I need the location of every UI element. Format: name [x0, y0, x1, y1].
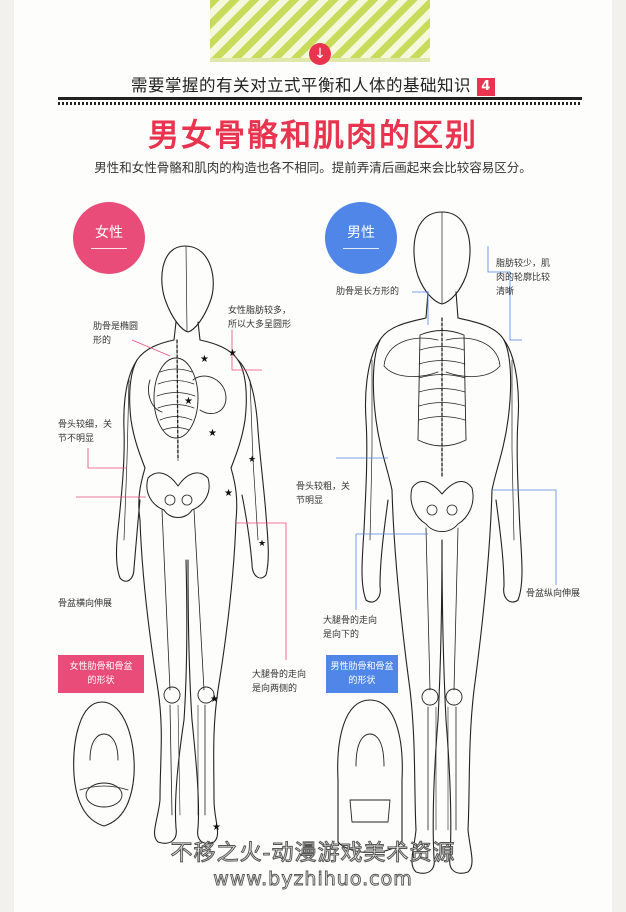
- male-figure: [361, 211, 523, 874]
- tag-line: 的形状: [348, 676, 376, 686]
- tag-line: 男性肋骨和骨盆: [330, 662, 394, 672]
- note-line: 女性脂肪较多，: [228, 306, 292, 316]
- header-rule: [58, 97, 582, 100]
- svg-text:★: ★: [228, 348, 237, 359]
- header-rule-dotted: [58, 102, 582, 105]
- svg-text:★: ★: [224, 488, 233, 499]
- note-male-joint: 骨头较粗，关 节明显: [296, 480, 350, 508]
- note-line: 脂肪较少，肌: [496, 259, 551, 269]
- down-arrow-icon: ↓: [309, 43, 331, 65]
- note-line: 是向下的: [323, 630, 360, 640]
- svg-text:★: ★: [210, 694, 219, 705]
- male-rib-pelvis-diagram: [337, 699, 403, 853]
- note-line: 形的: [93, 336, 112, 346]
- note-line: 是向两侧的: [252, 684, 298, 694]
- watermark-url: www.byzhihuo.com: [213, 868, 413, 891]
- note-male-pelvis: 骨盆纵向伸展: [526, 587, 580, 601]
- note-line: 所以大多呈圆形: [228, 320, 292, 330]
- subject-text: 需要掌握的有关对立式平衡和人体的基础知识: [131, 76, 471, 95]
- svg-text:★: ★: [208, 428, 217, 439]
- chapter-subject: 需要掌握的有关对立式平衡和人体的基础知识 4: [0, 72, 626, 96]
- note-line: 骨头较细，关: [58, 420, 113, 430]
- female-badge-label: 女性: [95, 225, 123, 241]
- note-female-femur: 大腿骨的走向 是向两侧的: [252, 668, 306, 696]
- svg-text:★: ★: [248, 455, 256, 465]
- note-female-rib: 肋骨是椭圆 形的: [93, 320, 138, 348]
- svg-text:★: ★: [200, 354, 209, 365]
- note-line: 肋骨是椭圆: [93, 322, 139, 332]
- note-line: 肉的轮廓比较: [496, 273, 551, 283]
- female-badge-underline: [91, 248, 127, 249]
- note-female-fat: 女性脂肪较多， 所以大多呈圆形: [228, 304, 291, 332]
- female-badge: 女性: [73, 202, 145, 274]
- male-compare-tag: 男性肋骨和骨盆 的形状: [326, 655, 398, 693]
- female-figure: [115, 245, 269, 844]
- intro-text: 男性和女性骨骼和肌肉的构造也各不相同。提前弄清后画起来会比较容易区分。: [94, 160, 532, 175]
- male-badge-underline: [343, 248, 379, 249]
- note-line: 骨盆横向伸展: [58, 599, 113, 609]
- svg-text:★: ★: [212, 822, 221, 833]
- watermark-title: 不移之火-动漫游戏美术资源: [170, 841, 456, 867]
- note-line: 清晰: [496, 287, 515, 297]
- note-female-pelvis: 骨盆横向伸展: [58, 597, 112, 611]
- note-male-fat: 脂肪较少，肌 肉的轮廓比较 清晰: [496, 257, 550, 299]
- tag-line: 的形状: [87, 676, 115, 686]
- female-rib-pelvis-diagram: [73, 701, 135, 827]
- note-line: 肋骨是长方形的: [336, 287, 400, 297]
- note-line: 节不明显: [58, 434, 95, 444]
- svg-text:★: ★: [184, 396, 193, 407]
- female-compare-tag: 女性肋骨和骨盆 的形状: [58, 655, 144, 693]
- note-line: 骨头较粗，关: [296, 482, 351, 492]
- male-badge-label: 男性: [347, 225, 375, 241]
- note-line: 大腿骨的走向: [252, 670, 307, 680]
- note-line: 节明显: [296, 496, 324, 506]
- note-male-femur: 大腿骨的走向 是向下的: [323, 614, 377, 642]
- note-line: 大腿骨的走向: [323, 616, 378, 626]
- star-markers: ★ ★ ★ ★ ★ ★ ★ ★ ★: [184, 348, 266, 833]
- svg-text:★: ★: [258, 539, 266, 549]
- male-badge: 男性: [325, 202, 397, 274]
- note-male-rib: 肋骨是长方形的: [336, 285, 399, 299]
- tag-line: 女性肋骨和骨盆: [69, 662, 133, 672]
- note-line: 骨盆纵向伸展: [526, 589, 581, 599]
- page-title: 男女骨骼和肌肉的区别: [148, 118, 478, 154]
- note-female-joint: 骨头较细，关 节不明显: [58, 418, 112, 446]
- chapter-number-badge: 4: [477, 78, 495, 96]
